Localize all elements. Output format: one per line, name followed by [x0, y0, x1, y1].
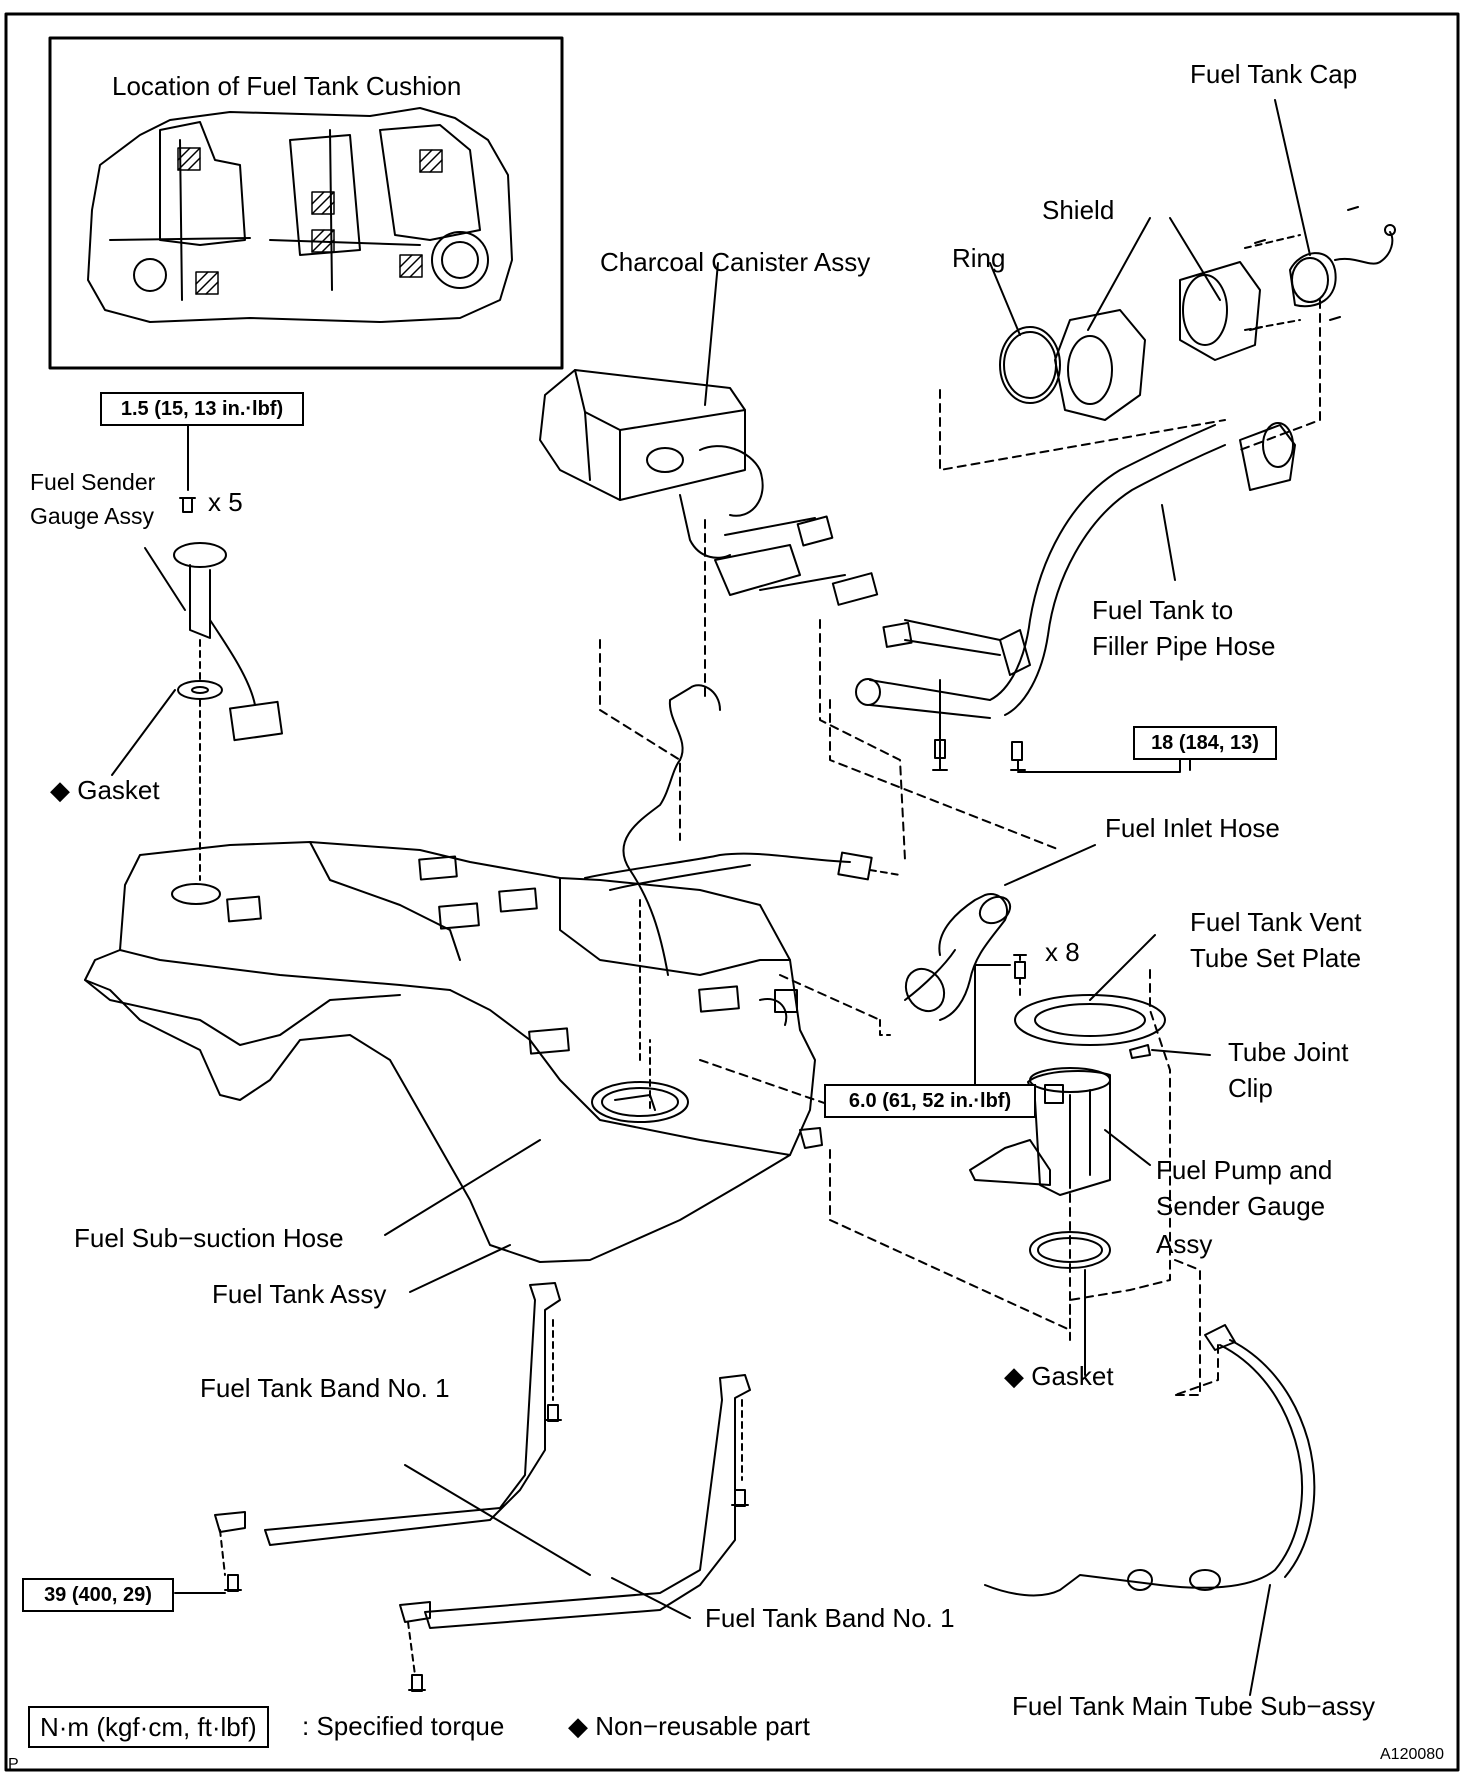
filler-pipe-drawing [829, 299, 1321, 851]
gasket-top-text: Gasket [77, 775, 160, 805]
fuel-sender-drawing [111, 420, 283, 881]
label-pump-1: Fuel Pump and [1156, 1155, 1333, 1185]
figure-code: A120080 [1380, 1746, 1445, 1763]
inset-cushions [177, 147, 443, 295]
gasket-bottom-text: Gasket [1031, 1361, 1114, 1391]
legend-nonreuse-text: Non−reusable part [595, 1711, 810, 1741]
legend-unit-box: N·m (kgf·cm, ft·lbf) [28, 1706, 269, 1748]
torque-box-filler: 18 (184, 13) [1133, 726, 1277, 760]
torque-box-pump: 6.0 (61, 52 in.·lbf) [824, 1084, 1036, 1118]
label-pump-2: Sender Gauge [1156, 1191, 1326, 1221]
label-tank-assy: Fuel Tank Assy [212, 1279, 387, 1309]
inset-title: Location of Fuel Tank Cushion [112, 71, 462, 101]
label-x5: x 5 [208, 487, 243, 517]
charcoal-canister-drawing [539, 262, 906, 861]
torque-box-band: 39 (400, 29) [22, 1578, 174, 1612]
main-tube-drawing [984, 1324, 1316, 1696]
fuel-tank-drawing [84, 684, 1071, 1331]
label-vent-plate-2: Tube Set Plate [1190, 943, 1362, 973]
label-main-tube: Fuel Tank Main Tube Sub−assy [1012, 1691, 1376, 1721]
inset-tank-drawing [87, 107, 513, 323]
label-shield: Shield [1042, 195, 1115, 225]
outer-border [4, 12, 1460, 1772]
fuel-inlet-hose-drawing [879, 844, 1096, 1036]
label-sub-suction: Fuel Sub−suction Hose [74, 1223, 344, 1253]
legend-nonreuse: ◆ Non−reusable part [568, 1708, 810, 1744]
label-gasket-bottom: ◆ Gasket [1004, 1358, 1114, 1394]
label-gasket-top: ◆ Gasket [50, 772, 160, 808]
inset-box [48, 36, 564, 370]
legend-unit-text: : Specified torque [302, 1711, 505, 1741]
corner-mark: P [8, 1756, 19, 1773]
label-fuel-inlet-hose: Fuel Inlet Hose [1105, 813, 1280, 843]
label-vent-plate-1: Fuel Tank Vent [1190, 907, 1362, 937]
label-ring: Ring [952, 243, 1006, 273]
label-fuel-sender-1: Fuel Sender [30, 469, 156, 495]
label-charcoal-canister: Charcoal Canister Assy [600, 247, 871, 277]
diamond-icon: ◆ [50, 775, 70, 805]
label-x8: x 8 [1045, 937, 1080, 967]
label-band-1b: Fuel Tank Band No. 1 [705, 1603, 955, 1633]
label-band-1a: Fuel Tank Band No. 1 [200, 1373, 450, 1403]
label-fuel-tank-cap: Fuel Tank Cap [1190, 59, 1358, 89]
label-fuel-sender-2: Gauge Assy [30, 503, 155, 529]
fuel-pump-drawing [969, 934, 1211, 1396]
shield-ring-cap-drawing [989, 99, 1396, 421]
label-tube-clip-2: Clip [1228, 1073, 1273, 1103]
diamond-icon: ◆ [1004, 1361, 1024, 1391]
fuel-tank-bands-drawing [174, 1282, 751, 1692]
label-filler-hose-2: Filler Pipe Hose [1092, 631, 1276, 661]
label-tube-clip-1: Tube Joint [1228, 1037, 1349, 1067]
torque-box-sender: 1.5 (15, 13 in.·lbf) [100, 392, 304, 426]
label-filler-hose-1: Fuel Tank to [1092, 595, 1234, 625]
diamond-icon: ◆ [568, 1711, 588, 1741]
label-pump-3: Assy [1156, 1229, 1213, 1259]
